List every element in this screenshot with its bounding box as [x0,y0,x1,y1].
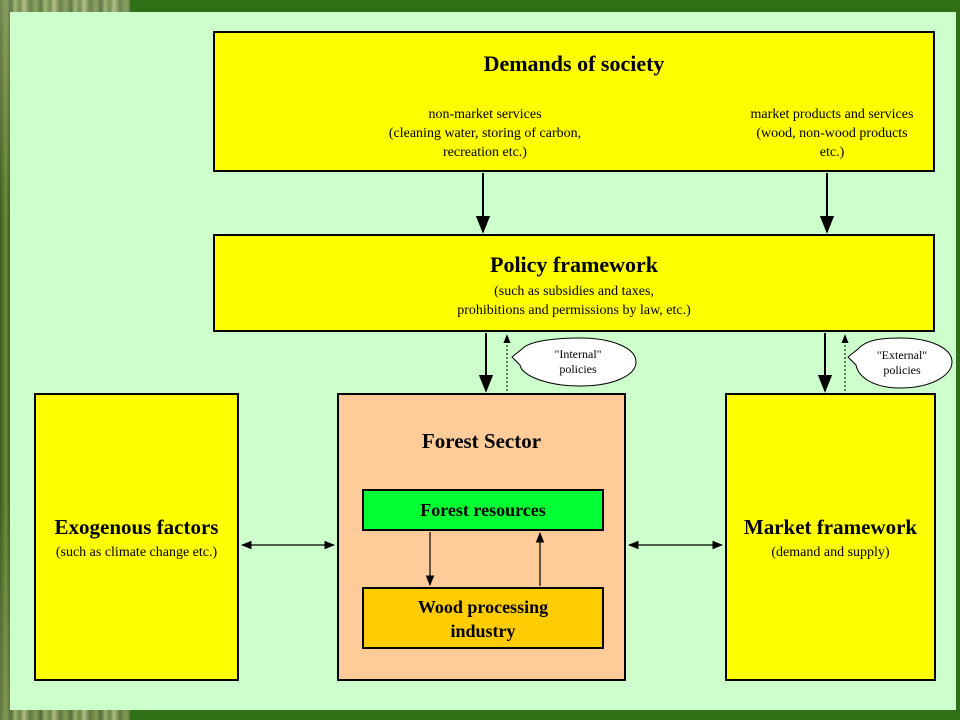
policy-framework-box: Policy framework (such as subsidies and … [213,234,935,332]
non-market-services-text: non-market services (cleaning water, sto… [388,107,582,160]
market-framework-box: Market framework (demand and supply) [725,393,936,681]
market-title: Market framework [743,515,918,539]
market-subtitle: (demand and supply) [771,545,890,560]
forest-resources-box: Forest resources [362,489,604,531]
demands-of-society-box: Demands of society non-market services (… [213,31,935,172]
market-products-text: market products and services (wood, non-… [750,107,914,160]
demands-title: Demands of society [483,51,665,76]
internal-policies-label: "Internal" policies [554,347,602,376]
exogenous-factors-box: Exogenous factors (such as climate chang… [34,393,239,681]
policy-title: Policy framework [490,252,658,277]
policy-subtitle: (such as subsidies and taxes, prohibitio… [457,284,691,318]
exogenous-subtitle: (such as climate change etc.) [55,545,218,560]
forest-resources-title: Forest resources [420,500,546,520]
wood-processing-title: Wood processing industry [417,597,549,641]
external-policies-label: "External" policies [876,348,928,377]
wood-processing-box: Wood processing industry [362,587,604,649]
forest-sector-title: Forest Sector [421,429,542,453]
external-policies-bubble [847,337,953,389]
internal-policies-bubble [511,337,637,387]
exogenous-title: Exogenous factors [54,515,219,539]
